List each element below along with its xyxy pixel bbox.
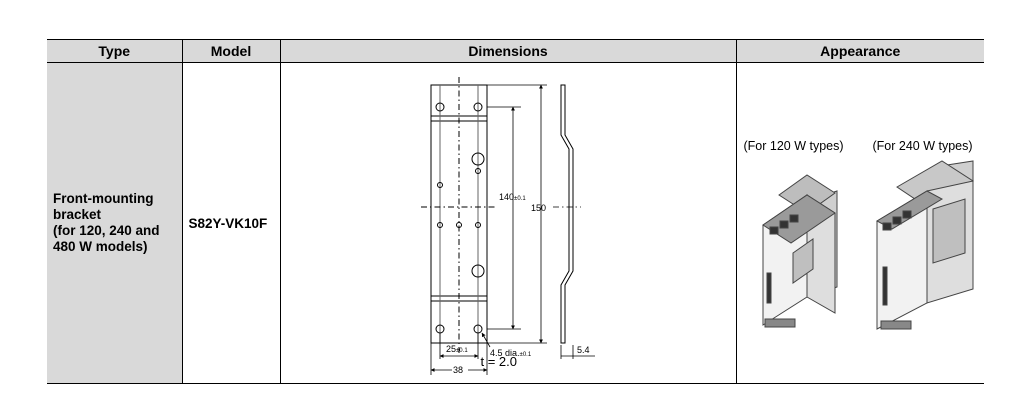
dimension-140 (486, 106, 521, 330)
header-appearance: Appearance (735, 39, 984, 63)
type-line: 480 W models) (53, 239, 148, 254)
power-supply-illustrations (761, 160, 974, 330)
header-type: Type (47, 39, 182, 63)
appearance-cell: (For 120 W types) (For 240 W types) (735, 62, 984, 384)
dimension-5-4 (560, 345, 595, 359)
header-model: Model (181, 39, 280, 63)
dimension-25 (439, 333, 478, 359)
bracket-front-view (420, 77, 497, 353)
power-supply-240w-image (875, 160, 974, 330)
spec-table: Type Model Dimensions Appearance Front-m… (47, 39, 984, 384)
bracket-side-view (560, 84, 573, 344)
header-row: Type Model Dimensions Appearance (47, 39, 984, 63)
model-number: S82Y-VK10F (188, 215, 268, 231)
type-line: bracket (53, 207, 102, 222)
dim-38-label: 38 (453, 365, 463, 375)
dim-5-4-label: 5.4 (577, 345, 590, 355)
header-dimensions: Dimensions (279, 39, 736, 63)
model-cell: S82Y-VK10F (181, 62, 280, 384)
label-120w: (For 120 W types) (743, 139, 844, 153)
dimension-150 (486, 84, 547, 344)
label-240w: (For 240 W types) (872, 139, 973, 153)
dim-dia-label: 4.5 dia.±0.1 (490, 348, 532, 358)
hole-leader (481, 332, 490, 348)
power-supply-120w-image (761, 174, 837, 328)
dim-140-label: 140±0.1 (499, 192, 526, 202)
type-cell: Front-mounting bracket (for 120, 240 and… (47, 62, 182, 384)
dim-150-label: 150 (531, 203, 546, 213)
dimension-drawing: 140±0.1 150 25±0.1 (420, 77, 595, 375)
thickness-label: t = 2.0 (480, 354, 518, 369)
dim-25-label: 25±0.1 (446, 344, 468, 354)
table-row: Front-mounting bracket (for 120, 240 and… (47, 62, 984, 384)
type-line: (for 120, 240 and (53, 223, 160, 238)
type-line: Front-mounting (53, 191, 154, 206)
dimensions-cell: 140±0.1 150 25±0.1 (279, 62, 736, 384)
